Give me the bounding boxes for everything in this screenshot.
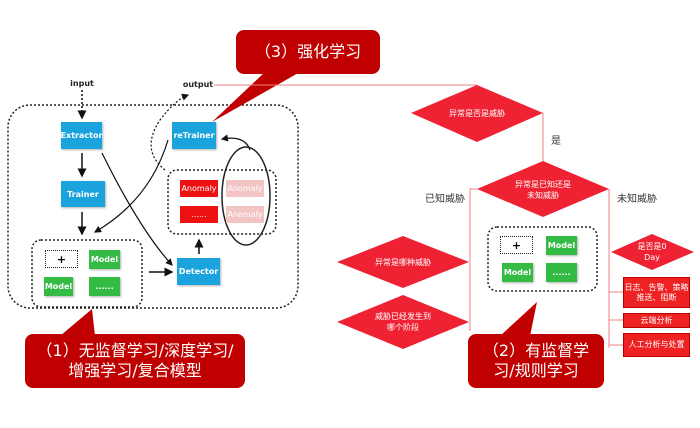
- add-model-slot: +: [45, 250, 78, 268]
- action-manual-analysis: 人工分析与处置: [623, 333, 690, 357]
- decision-is-threat: 异常是否是威胁: [449, 108, 505, 118]
- more-anomalies: ......: [180, 206, 218, 223]
- input-label: input: [70, 78, 94, 88]
- model-node: Model: [546, 236, 577, 255]
- retrainer-node: reTrainer: [172, 122, 216, 149]
- action-cloud-analysis: 云端分析: [623, 313, 690, 328]
- anomaly-faded-node: Anomaly: [226, 206, 264, 223]
- callout-reinforcement: （3）强化学习: [236, 30, 380, 74]
- extractor-node: Extractor: [61, 122, 102, 149]
- more-models: ......: [89, 277, 120, 296]
- more-models: ......: [546, 263, 577, 282]
- model-node: Model: [44, 277, 73, 296]
- anomaly-faded-node: Anomaly: [226, 180, 264, 197]
- model-node: Model: [502, 263, 533, 282]
- yes-label: 是: [551, 135, 561, 147]
- unknown-threat-label: 未知威胁: [617, 193, 657, 205]
- decision-which-threat: 异常是哪种威胁: [375, 257, 431, 267]
- decision-zero-day: 是否是0 Day: [637, 242, 667, 262]
- add-model-slot: +: [500, 236, 533, 254]
- callout-unsupervised: （1）无监督学习/深度学习/增强学习/复合模型: [25, 334, 245, 388]
- output-label: output: [182, 79, 214, 89]
- decision-known-unknown: 异常是已知还是未知威胁: [515, 180, 571, 200]
- anomaly-node: Anomaly: [180, 180, 218, 197]
- action-log-alert-block: 日志、告警、策略推送、阻断: [623, 277, 690, 308]
- detector-node: Detector: [177, 258, 220, 285]
- decision-threat-stage: 威胁已经发生到哪个阶段: [375, 312, 431, 332]
- model-node: Model: [89, 250, 120, 269]
- trainer-node: Trainer: [61, 181, 105, 207]
- known-threat-label: 已知威胁: [425, 193, 465, 205]
- callout-supervised: （2）有监督学习/规则学习: [468, 334, 604, 388]
